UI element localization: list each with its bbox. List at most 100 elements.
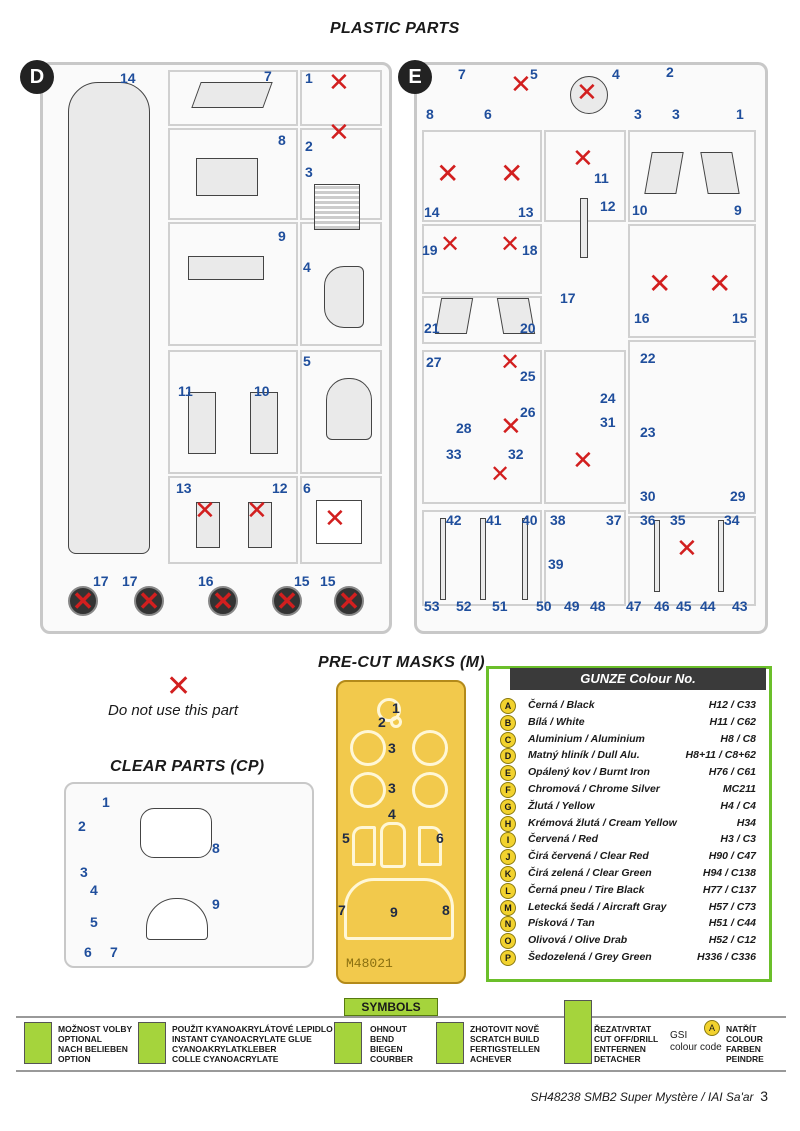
colour-code: H90 / C47 — [708, 850, 756, 863]
part-label: 7 — [264, 68, 272, 84]
optional-icon — [24, 1022, 52, 1064]
mask-label: 8 — [442, 902, 450, 918]
seat-part — [248, 502, 272, 548]
sprue-e-cell — [422, 296, 542, 344]
part-label: 7 — [458, 66, 466, 82]
part-label: 15 — [732, 310, 748, 326]
strut-part — [580, 198, 588, 258]
mask-label: 9 — [390, 904, 398, 920]
part-label: 1 — [305, 70, 313, 86]
part-label: 33 — [446, 446, 462, 462]
part-label: 52 — [456, 598, 472, 614]
part-label: 18 — [522, 242, 538, 258]
mask-canopy-outline — [380, 822, 406, 868]
part-label: 14 — [120, 70, 136, 86]
mask-wheel-ring — [377, 698, 401, 722]
hand-icon — [436, 1022, 464, 1064]
sprue-e-cell — [422, 224, 542, 294]
colour-key: O — [500, 933, 516, 950]
colour-name: Černá pneu / Tire Black — [528, 883, 645, 896]
sprue-e-cell — [544, 350, 626, 504]
mask-label: 7 — [338, 902, 346, 918]
clear-label: 9 — [212, 896, 220, 912]
page-footer: SH48238 SMB2 Super Mystère / IAI Sa'ar 3 — [530, 1088, 768, 1104]
clear-label: 6 — [84, 944, 92, 960]
colour-key: C — [500, 731, 516, 748]
do-not-use-mark: ✕ — [500, 157, 524, 190]
part-label: 3 — [634, 106, 642, 122]
part-label: 23 — [640, 424, 656, 440]
mask-window-outline — [418, 826, 442, 866]
wheel-part-crossed: ✕ — [208, 586, 238, 616]
gear-part — [570, 76, 608, 114]
clear-label: 7 — [110, 944, 118, 960]
colour-key: A — [500, 698, 516, 714]
sprue-e-cell — [628, 130, 756, 222]
part-label: 36 — [640, 512, 656, 528]
part-label: 50 — [536, 598, 552, 614]
part-label: 9 — [278, 228, 286, 244]
mask-label: 4 — [388, 806, 396, 822]
sprue-d-cell — [168, 128, 298, 220]
strut-part — [440, 518, 446, 600]
colour-code: H51 / C44 — [708, 917, 756, 930]
clear-parts-title: CLEAR PARTS (CP) — [110, 758, 265, 775]
colour-name: Čirá červená / Clear Red — [528, 850, 649, 863]
clear-label: 1 — [102, 794, 110, 810]
part-label: 24 — [600, 390, 616, 406]
sprue-e-cell — [628, 224, 756, 338]
part-label: 34 — [724, 512, 740, 528]
colour-key: H — [500, 815, 516, 832]
symbol-scratch-build-text: ZHOTOVIT NOVĚ SCRATCH BUILD FERTIGSTELLE… — [470, 1024, 540, 1064]
mask-label: 3 — [388, 740, 396, 756]
colour-key: N — [500, 916, 516, 933]
colour-code: H8+11 / C8+62 — [685, 749, 756, 762]
colour-name: Bílá / White — [528, 715, 585, 728]
part-label: 22 — [640, 350, 656, 366]
colour-code: H94 / C138 — [702, 867, 756, 879]
sprue-e-cell — [422, 130, 542, 222]
part-label: 3 — [305, 164, 313, 180]
canopy-clear-part — [140, 808, 212, 858]
part-label: 27 — [426, 354, 442, 370]
part-label: 17 — [93, 573, 109, 589]
colour-name: Červená / Red — [528, 833, 599, 846]
mask-label: 6 — [436, 830, 444, 846]
symbol-cut-text: ŘEZAT/VRTAT CUT OFF/DRILL ENTFERNEN DETA… — [594, 1024, 659, 1064]
part-label: 46 — [654, 598, 670, 614]
do-not-use-mark: ✕ — [510, 70, 532, 100]
part-label: 2 — [305, 138, 313, 154]
intake-part — [250, 392, 278, 454]
part-label: 5 — [530, 66, 538, 82]
part-label: 51 — [492, 598, 508, 614]
part-label: 16 — [198, 573, 214, 589]
part-label: 17 — [560, 290, 576, 306]
colour-key: I — [500, 832, 516, 849]
do-not-use-mark: ✕ — [436, 157, 460, 190]
bend-arrow-icon — [334, 1022, 362, 1064]
do-not-use-mark: ✕ — [194, 496, 216, 526]
colour-name: Olivová / Olive Drab — [528, 934, 628, 947]
do-not-use-mark: ✕ — [576, 78, 598, 108]
sprue-d-cell — [300, 70, 382, 126]
sprue-e-cell — [544, 510, 626, 606]
part-label: 28 — [456, 420, 472, 436]
wheel-part-crossed: ✕ — [272, 586, 302, 616]
colour-key: P — [500, 950, 516, 966]
part-label: 53 — [424, 598, 440, 614]
clear-label: 8 — [212, 840, 220, 856]
colour-name: Šedozelená / Grey Green — [528, 951, 652, 963]
part-label: 45 — [676, 598, 692, 614]
do-not-use-mark: ✕ — [676, 534, 698, 564]
colour-code: H34 — [736, 816, 756, 829]
sprue-d-cell — [168, 476, 298, 564]
part-label: 4 — [303, 259, 311, 275]
part-label: 13 — [176, 480, 192, 496]
colour-code: H57 / C73 — [708, 900, 756, 913]
sprue-d-letter: D — [20, 60, 54, 94]
